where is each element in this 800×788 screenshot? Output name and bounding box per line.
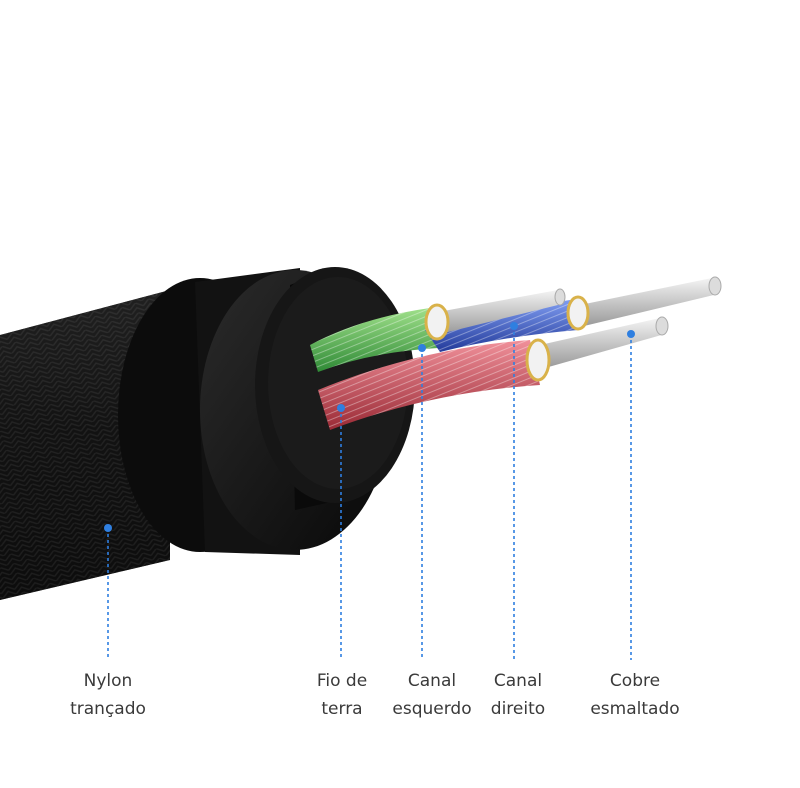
callout-dot-nylon bbox=[104, 524, 112, 532]
blue-wire bbox=[425, 300, 578, 352]
label-right-channel: Canal direito bbox=[478, 667, 558, 723]
label-ground-line1: Fio de bbox=[316, 671, 368, 691]
label-nylon-line2: trançado bbox=[70, 699, 146, 719]
callout-lines bbox=[107, 326, 632, 660]
callout-dot-copper bbox=[627, 330, 635, 338]
label-right-line2: direito bbox=[490, 699, 546, 719]
green-wire bbox=[310, 308, 438, 372]
label-right-line1: Canal bbox=[493, 671, 543, 691]
label-ground: Fio de terra bbox=[302, 667, 382, 723]
callout-dots bbox=[104, 322, 635, 532]
label-copper-line1: Cobre bbox=[609, 671, 661, 691]
callout-dot-ground bbox=[337, 404, 345, 412]
label-left-channel: Canal esquerdo bbox=[382, 667, 482, 723]
label-nylon-line1: Nylon bbox=[83, 671, 133, 691]
label-left-line1: Canal bbox=[407, 671, 457, 691]
label-copper: Cobre esmaltado bbox=[580, 667, 690, 723]
red-wire bbox=[318, 340, 540, 430]
callout-dot-right bbox=[510, 322, 518, 330]
label-copper-line2: esmaltado bbox=[590, 699, 680, 719]
silver-wires bbox=[438, 276, 722, 368]
label-nylon: Nylon trançado bbox=[58, 667, 158, 723]
label-ground-line2: terra bbox=[321, 699, 363, 719]
insulation-rings bbox=[424, 295, 590, 382]
callout-dot-left bbox=[418, 344, 426, 352]
label-left-line2: esquerdo bbox=[392, 699, 472, 719]
